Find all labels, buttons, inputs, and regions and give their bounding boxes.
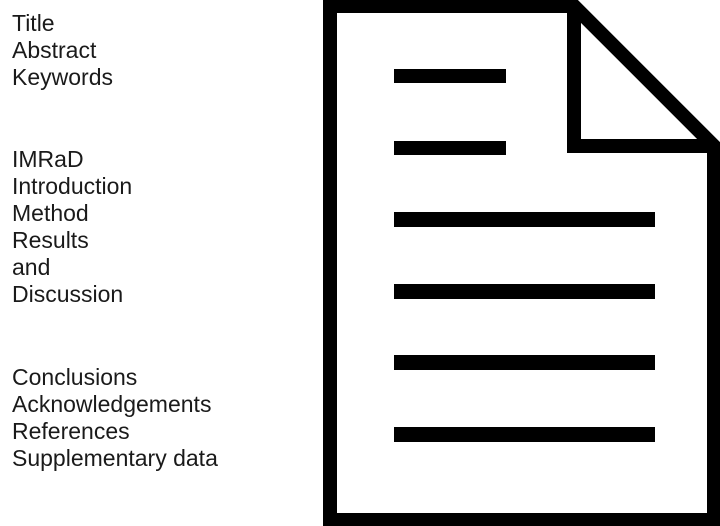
document-line-6 [394, 427, 655, 442]
label-keywords: Keywords [12, 64, 113, 90]
label-method: Method [12, 200, 89, 226]
document-line-5 [394, 355, 655, 370]
label-abstract: Abstract [12, 37, 97, 63]
label-discussion: Discussion [12, 281, 124, 307]
label-results: Results [12, 227, 89, 253]
label-and: and [12, 254, 51, 280]
document-line-2 [394, 141, 506, 155]
label-references: References [12, 418, 130, 444]
label-supplementary-data: Supplementary data [12, 445, 218, 471]
label-introduction: Introduction [12, 173, 133, 199]
document-line-4 [394, 284, 655, 299]
label-conclusions: Conclusions [12, 364, 138, 390]
imrad-labels: IMRaD Introduction Method Results and Di… [12, 146, 132, 308]
folded-corner [567, 6, 714, 153]
document-line-3 [394, 212, 655, 227]
document-outline [323, 0, 720, 526]
label-acknowledgements: Acknowledgements [12, 391, 212, 417]
document-line-1 [394, 69, 506, 83]
label-title: Title [12, 10, 55, 36]
front-matter-labels: Title Abstract Keywords [12, 10, 113, 91]
label-imrad: IMRaD [12, 146, 84, 172]
back-matter-labels: Conclusions Acknowledgements References … [12, 364, 218, 472]
